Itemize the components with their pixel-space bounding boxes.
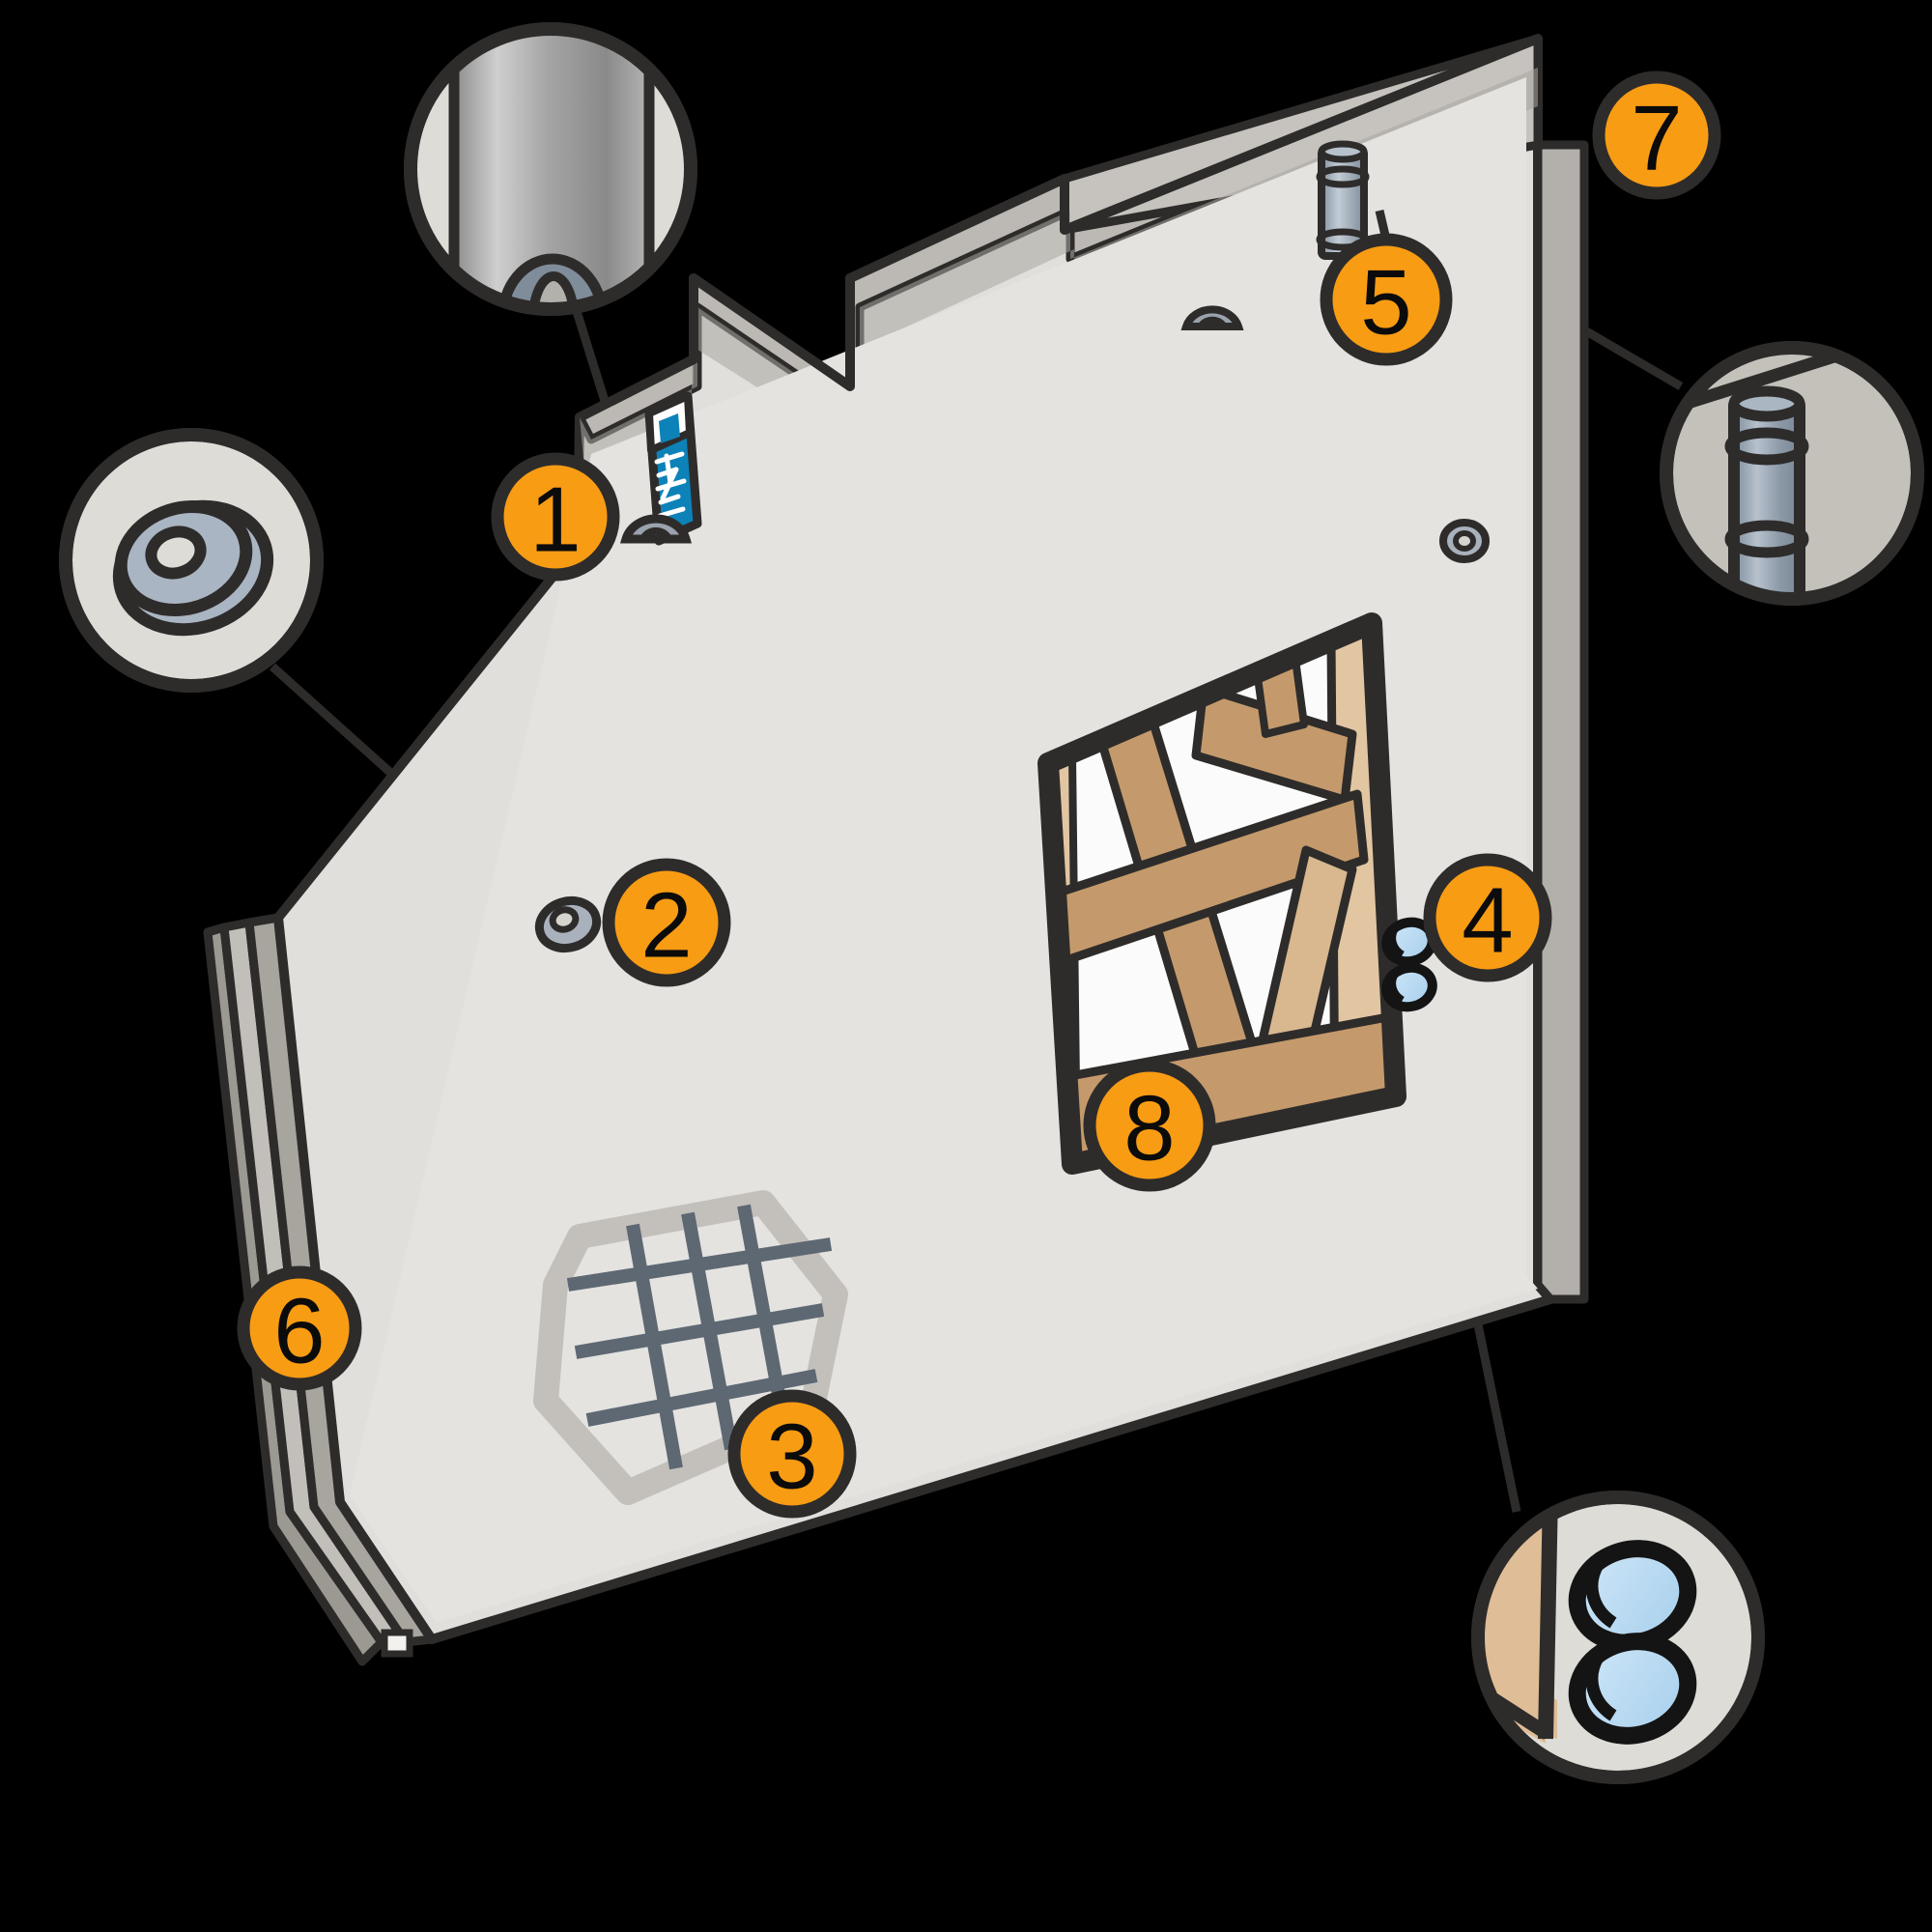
panel-bottom-tab	[381, 1629, 413, 1658]
detail-post-ring-upper	[1724, 427, 1809, 466]
glazed-ports	[1381, 917, 1437, 1012]
grommet-mid-right-inner	[1453, 530, 1476, 552]
callout-badge-1[interactable]: 1	[491, 452, 620, 582]
wall-panel-group	[203, 34, 1589, 1666]
callout-badge-5[interactable]: 5	[1320, 233, 1453, 366]
grommet-mid-right	[1439, 519, 1490, 563]
window-frame	[1037, 612, 1406, 1175]
callout-badge-7[interactable]: 7	[1592, 71, 1721, 200]
grommet-at-label	[619, 514, 693, 544]
id-label-logo-mark	[659, 413, 680, 443]
grommet-item2-inner	[549, 906, 580, 933]
timber-brace-center-band	[1048, 789, 1369, 971]
detail-circle-connector-post	[1660, 341, 1924, 606]
detail-post-cap	[1728, 385, 1805, 422]
rail-grommet-inner	[527, 271, 580, 304]
connector-post-cap	[1318, 140, 1368, 163]
callout-badge-8-label: 8	[1123, 1077, 1175, 1180]
id-label-barcode-marks	[654, 451, 687, 519]
callout-badge-3[interactable]: 3	[727, 1389, 857, 1519]
callout-badge-8[interactable]: 8	[1083, 1059, 1216, 1192]
grommet-top-right	[1180, 305, 1244, 330]
mesh-patch	[533, 1190, 848, 1505]
detail-circle-glazed-ports	[1471, 1491, 1765, 1784]
callout-badge-7-label: 7	[1631, 87, 1682, 190]
window-opening-group	[1037, 612, 1406, 1175]
panel-id-label	[644, 391, 702, 546]
detail-circle-grommet-washer	[59, 428, 324, 693]
callout-badge-3-label: 3	[766, 1406, 817, 1509]
callout-badge-6-label: 6	[273, 1280, 325, 1383]
grommet-washer-item2	[534, 895, 602, 953]
callout-badges[interactable]: 1 2 3 4 5 6 7 8	[237, 71, 1721, 1519]
detail-glazed-port-lower	[1568, 1633, 1697, 1745]
connector-post-ring-upper	[1316, 165, 1370, 188]
callout-badge-5-label: 5	[1360, 251, 1411, 355]
mesh-patch-frame	[533, 1190, 848, 1505]
panel-top-edge-line	[577, 34, 1540, 422]
mesh-grid	[566, 1204, 833, 1470]
callout-badge-6[interactable]: 6	[237, 1265, 362, 1391]
detail-frame-line	[1538, 1497, 1558, 1740]
washer-bore	[145, 526, 207, 580]
glazed-port-lower	[1381, 962, 1437, 1012]
callout-badge-2-label: 2	[640, 874, 692, 978]
callout-badge-4-label: 4	[1462, 869, 1513, 973]
callout-badge-4[interactable]: 4	[1423, 853, 1552, 982]
panel-right-return-edge	[1533, 140, 1589, 1304]
detail-post-ring-lower	[1724, 520, 1809, 558]
callout-badge-2[interactable]: 2	[602, 858, 731, 987]
detail-circle-metal-rail	[404, 22, 697, 316]
callout-badge-1-label: 1	[529, 469, 581, 572]
